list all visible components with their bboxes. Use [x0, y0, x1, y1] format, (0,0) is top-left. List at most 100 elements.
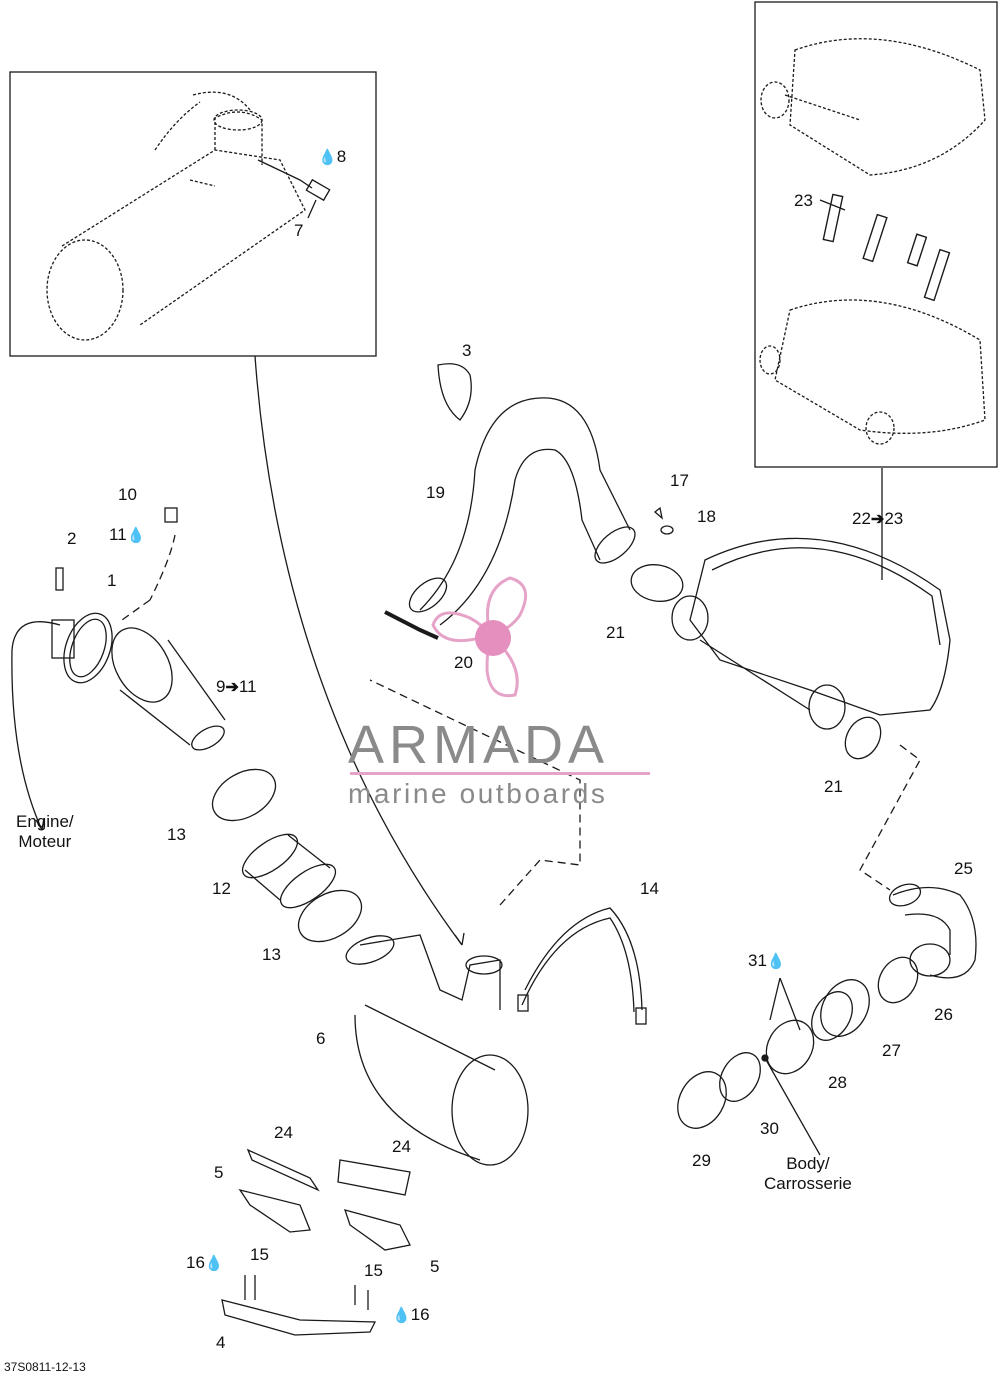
clamp-21a	[630, 564, 684, 602]
callout-11-range: 11	[238, 677, 257, 696]
clamp-13b	[297, 889, 363, 943]
callout-15a: 15	[250, 1245, 269, 1264]
muffler-detail-drawing	[46, 91, 306, 341]
callout-31: 31💧	[748, 952, 786, 969]
clamp-26	[877, 956, 919, 1004]
callout-5b: 5	[430, 1257, 440, 1276]
engine-label-line2: Moteur	[18, 832, 72, 852]
callout-6: 6	[316, 1029, 326, 1048]
watermark-rule	[350, 772, 650, 775]
bracket-5b	[343, 1209, 411, 1251]
fitting-27	[811, 979, 870, 1041]
callout-7: 7	[294, 221, 304, 240]
bracket-5a	[238, 1188, 311, 1233]
callout-16a: 16💧	[186, 1254, 224, 1271]
right-arrow-icon: ➔	[870, 511, 885, 528]
callout-30: 30	[760, 1119, 779, 1138]
sensor-connector	[305, 178, 331, 202]
callout-29: 29	[692, 1151, 711, 1170]
callout-10: 10	[118, 485, 137, 504]
callout-17: 17	[670, 471, 689, 490]
callout-16b: 💧16	[392, 1306, 430, 1323]
hose-19	[408, 397, 636, 626]
callout-5a: 5	[214, 1163, 224, 1182]
oil-drop-icon: 💧	[318, 149, 337, 166]
callout-1: 1	[107, 571, 117, 590]
foam-strips	[819, 193, 951, 302]
assembly-line-muffler	[254, 355, 463, 946]
engine-label: Engine/ Moteur	[16, 812, 74, 853]
callout-8: 💧8	[318, 148, 346, 165]
clamp-13a	[211, 768, 277, 822]
callout-14: 14	[640, 879, 659, 898]
callout-19: 19	[426, 483, 445, 502]
watermark-tagline: marine outboards	[348, 778, 608, 809]
callout-25: 25	[954, 859, 973, 878]
assembly-line-right	[859, 744, 921, 891]
elbow-25	[888, 883, 977, 979]
callout-2: 2	[67, 529, 77, 548]
callout-24b: 24	[392, 1137, 411, 1156]
callout-28: 28	[828, 1073, 847, 1092]
callout-23-range: 23	[884, 509, 904, 528]
callout-11-num: 11	[109, 525, 127, 544]
clamp-1	[51, 612, 113, 684]
body-leader	[764, 1057, 821, 1156]
callout-9: 9	[216, 677, 226, 696]
document-id: 37S0811-12-13	[4, 1360, 86, 1374]
callout-26: 26	[934, 1005, 953, 1024]
sleeve-12	[241, 833, 337, 909]
detail-box-resonator	[754, 1, 998, 468]
plug-10	[164, 507, 178, 523]
oil-drop-icon: 💧	[392, 1307, 411, 1324]
clip-20	[384, 610, 439, 640]
screws-15	[244, 1275, 369, 1310]
callout-12: 12	[212, 879, 231, 898]
callout-13a: 13	[167, 825, 186, 844]
callout-20: 20	[454, 653, 473, 672]
callout-22-23: 22➔23	[852, 510, 903, 528]
body-label: Body/ Carrosserie	[764, 1154, 852, 1195]
callout-16a-num: 16	[186, 1253, 205, 1272]
ring-30	[719, 1052, 761, 1102]
pad-24a	[246, 1148, 320, 1192]
screw-17	[653, 506, 664, 520]
exhaust-pipe-9	[111, 627, 226, 751]
gasket-28	[765, 1019, 815, 1075]
callout-9-11: 9➔11	[216, 678, 257, 696]
callout-27: 27	[882, 1041, 901, 1060]
oil-drop-icon: 💧	[204, 1255, 224, 1272]
pad-24b	[337, 1159, 411, 1196]
mount-4	[221, 1299, 377, 1336]
callout-16b-num: 16	[410, 1305, 430, 1324]
leaders-31	[769, 977, 801, 1031]
body-label-line2: Carrosserie	[764, 1174, 852, 1194]
resonator-detail-drawing	[759, 38, 986, 445]
callout-18: 18	[697, 507, 716, 526]
detail-box-muffler	[9, 71, 377, 357]
washer-18	[660, 525, 674, 535]
body-label-line1: Body/	[786, 1154, 830, 1173]
right-arrow-icon: ➔	[225, 679, 239, 696]
watermark-brand: ARMADA	[348, 715, 610, 775]
callout-24a: 24	[274, 1123, 293, 1142]
resonator-22	[671, 537, 951, 730]
clamp-21b	[844, 716, 882, 760]
clamp-3	[437, 363, 472, 421]
pin-2	[55, 567, 64, 591]
callout-4: 4	[216, 1333, 226, 1352]
oil-drop-icon: 💧	[126, 527, 146, 544]
callout-15b: 15	[364, 1261, 383, 1280]
callout-13b: 13	[262, 945, 281, 964]
assembly-line-center	[369, 679, 581, 906]
callout-21b: 21	[824, 777, 843, 796]
callout-21a: 21	[606, 623, 625, 642]
callout-8-num: 8	[336, 147, 347, 166]
armada-logo-icon	[431, 576, 528, 698]
engine-link-line	[11, 621, 61, 831]
strap-14	[517, 907, 647, 1025]
muffler-6	[345, 934, 529, 1166]
callout-23: 23	[794, 191, 813, 210]
oil-drop-icon: 💧	[766, 953, 786, 970]
